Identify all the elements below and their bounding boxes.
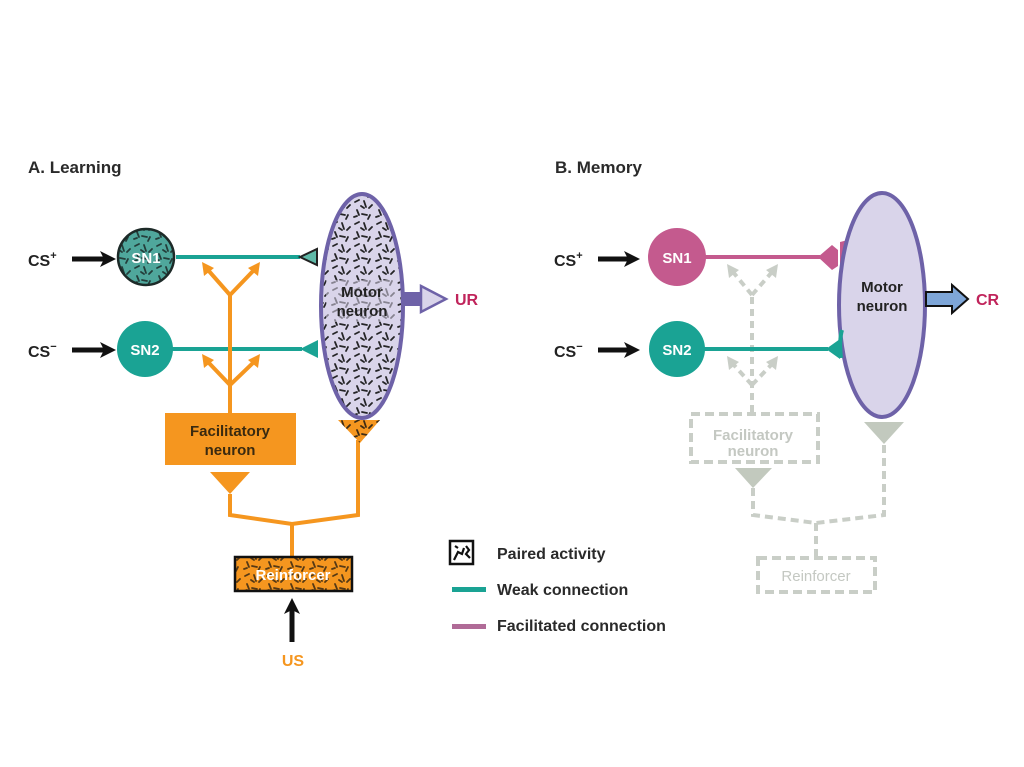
legend-label-paired: Paired activity — [497, 546, 606, 563]
sn1-facilitated-terminal — [818, 245, 838, 270]
legend-label-weak: Weak connection — [497, 582, 628, 599]
svg-text:Motor: Motor — [341, 284, 383, 301]
sensory-neuron-sn1-b: SN1 — [648, 228, 706, 286]
cs-minus-label: CS− — [28, 341, 57, 361]
svg-text:neuron: neuron — [728, 443, 779, 460]
faded-motor-terminal — [864, 422, 904, 444]
sn1-synapse-terminal — [297, 247, 318, 267]
reinforcer-wiring — [228, 440, 360, 557]
panel-memory: B. Memory CS+ CS− Facilitatory — [554, 158, 1000, 594]
faded-facilitatory-neuron: Facilitatory neuron — [689, 412, 820, 464]
cs-minus-arrow-icon-b — [598, 342, 640, 358]
panel-b-title: B. Memory — [555, 158, 642, 177]
cs-plus-arrow-icon-b — [598, 251, 640, 267]
cr-label: CR — [976, 292, 1000, 309]
svg-text:neuron: neuron — [205, 442, 256, 459]
reinforcer-box: Reinforcer — [233, 555, 354, 593]
sensory-neuron-sn2-b: SN2 — [649, 321, 705, 377]
legend: Paired activity Weak connection Facilita… — [448, 539, 666, 635]
legend-label-facilitated: Facilitated connection — [497, 618, 666, 635]
svg-text:Facilitatory: Facilitatory — [190, 423, 271, 440]
sn2-synapse-terminal — [300, 340, 318, 358]
faded-facilitatory-arrowheads — [727, 264, 778, 370]
svg-text:Motor: Motor — [861, 279, 903, 296]
ur-label: UR — [455, 292, 479, 309]
faded-reinforcer-box: Reinforcer — [756, 556, 877, 594]
faded-facilitatory-projection — [731, 270, 774, 412]
cs-minus-arrow-icon — [72, 342, 116, 358]
cr-output-arrow-icon — [925, 282, 970, 316]
svg-text:Reinforcer: Reinforcer — [781, 568, 850, 585]
motor-neuron-a: Motor neuron — [319, 192, 405, 420]
svg-text:neuron: neuron — [337, 303, 388, 320]
cs-plus-label-b: CS+ — [554, 250, 583, 270]
us-label: US — [282, 653, 305, 670]
panel-learning: A. Learning CS+ CS− SN1 SN2 — [28, 158, 479, 670]
cs-minus-label-b: CS− — [554, 341, 583, 361]
svg-text:Reinforcer: Reinforcer — [255, 567, 330, 584]
svg-text:SN1: SN1 — [662, 250, 691, 267]
facilitatory-arrowheads — [202, 262, 260, 368]
svg-text:SN1: SN1 — [131, 250, 160, 267]
svg-text:SN2: SN2 — [130, 342, 159, 359]
us-arrow-icon — [284, 598, 300, 642]
sn2-weak-terminal — [826, 339, 840, 359]
motor-neuron-b: Motor neuron — [837, 191, 927, 419]
faded-facilitatory-terminal — [735, 468, 772, 488]
cs-plus-label: CS+ — [28, 250, 57, 270]
svg-text:neuron: neuron — [857, 298, 908, 315]
motor-modulatory-terminal — [338, 420, 380, 443]
ur-output-arrow-icon — [403, 283, 449, 315]
sensory-neuron-sn2: SN2 — [117, 321, 173, 377]
sensory-neuron-sn1: SN1 — [116, 227, 176, 287]
facilitated-connection-swatch — [452, 624, 486, 629]
facilitatory-projection — [206, 268, 256, 413]
weak-connection-swatch — [452, 587, 486, 592]
cs-plus-arrow-icon — [72, 251, 116, 267]
svg-text:Facilitatory: Facilitatory — [713, 427, 794, 444]
facilitatory-terminal — [210, 472, 250, 494]
facilitatory-neuron: Facilitatory neuron — [165, 413, 296, 465]
paired-activity-icon — [448, 539, 475, 566]
faded-reinforcer-wiring — [751, 444, 886, 558]
svg-text:SN2: SN2 — [662, 342, 691, 359]
panel-a-title: A. Learning — [28, 158, 122, 177]
